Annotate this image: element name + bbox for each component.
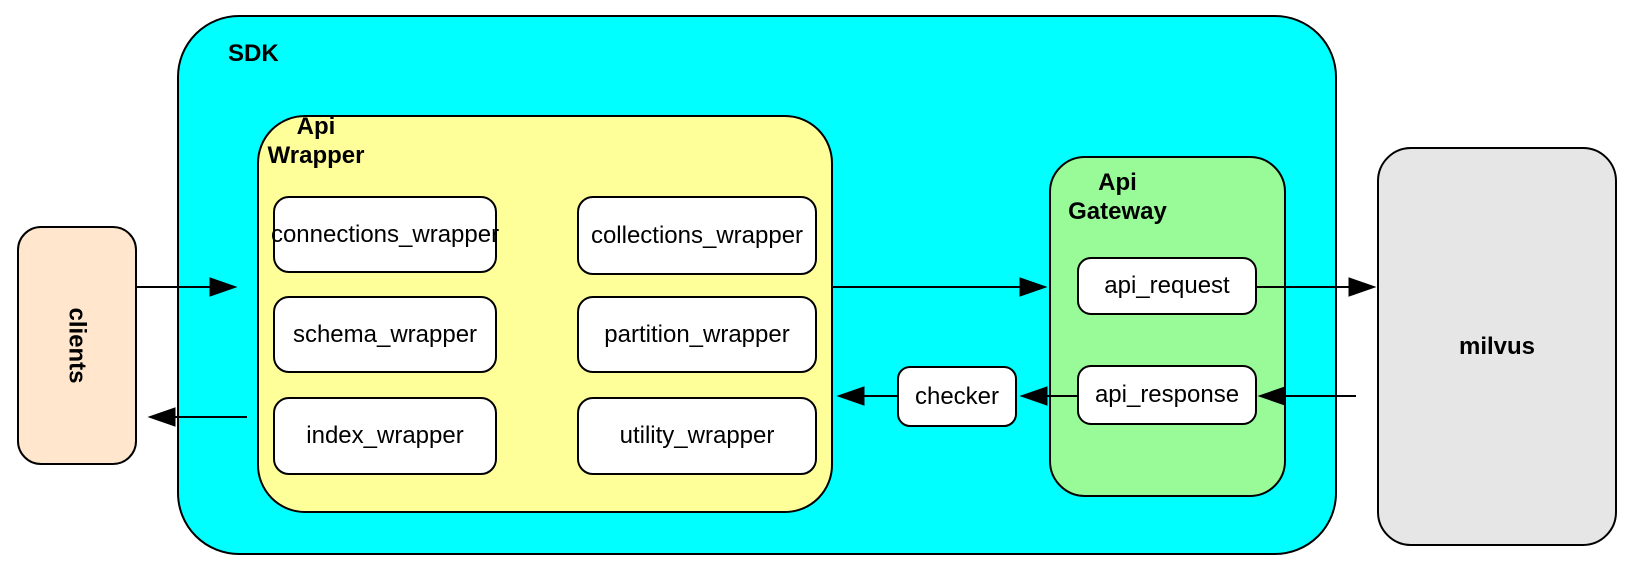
node-checker: checker <box>897 366 1017 427</box>
node-schema-wrapper: schema_wrapper <box>273 296 497 373</box>
clients-label: clients <box>63 307 91 384</box>
node-utility-wrapper-label: utility_wrapper <box>619 422 775 449</box>
milvus-box <box>1377 147 1617 546</box>
api-gateway-label-line2: Gateway <box>1068 198 1167 225</box>
clients-box <box>17 226 137 465</box>
api-gateway-container <box>1049 156 1286 497</box>
node-api-request: api_request <box>1077 257 1257 315</box>
milvus-label-wrap: milvus <box>1377 147 1617 546</box>
node-connections-wrapper: connections_wrapper <box>270 196 500 273</box>
node-index-wrapper: index_wrapper <box>273 397 497 475</box>
node-collections-wrapper-label: collections_wrapper <box>590 221 804 249</box>
node-api-response-label: api_response <box>1094 381 1240 408</box>
node-partition-wrapper-label: partition_wrapper <box>604 320 790 348</box>
node-collections-wrapper: collections_wrapper <box>577 196 817 275</box>
api-wrapper-label-line1: Api <box>296 113 336 140</box>
clients-label-wrap: clients <box>17 226 137 465</box>
milvus-label: milvus <box>1458 333 1536 360</box>
api-gateway-label-line1: Api <box>1098 169 1137 196</box>
node-connections-wrapper-label: connections_wrapper <box>270 220 500 248</box>
node-api-request-label: api_request <box>1104 272 1230 299</box>
node-checker-label: checker <box>914 382 1000 410</box>
node-utility-wrapper: utility_wrapper <box>577 397 817 475</box>
api-wrapper-label-line2: Wrapper <box>267 142 365 169</box>
node-partition-wrapper: partition_wrapper <box>577 296 817 373</box>
sdk-label: SDK <box>228 40 279 67</box>
node-schema-wrapper-label: schema_wrapper <box>292 320 478 348</box>
node-api-response: api_response <box>1077 365 1257 425</box>
node-index-wrapper-label: index_wrapper <box>306 422 464 449</box>
